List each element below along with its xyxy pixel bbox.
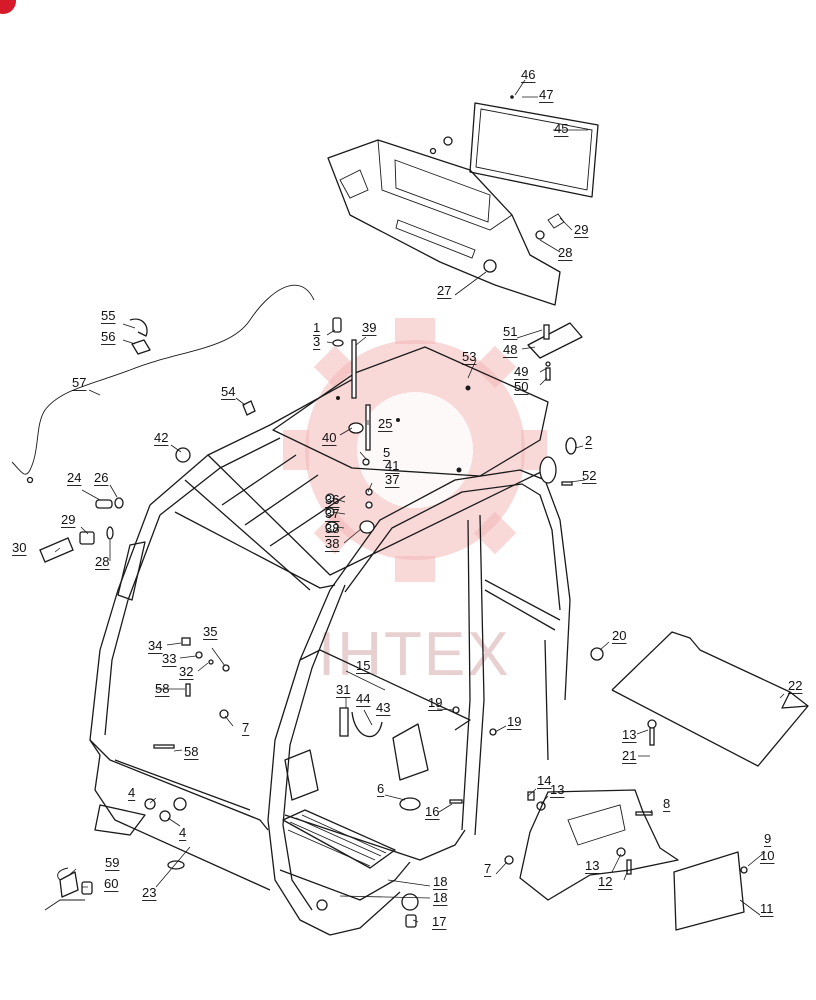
callout-51: 51	[503, 324, 517, 339]
callout-27: 27	[437, 283, 451, 298]
callout-45: 45	[554, 121, 568, 136]
callout-49: 49	[514, 364, 528, 379]
callout-31: 31	[336, 682, 350, 697]
callout-28: 28	[558, 245, 572, 260]
roof-console	[327, 95, 565, 306]
callout-36: 36	[325, 492, 339, 507]
callout-7b: 7	[484, 861, 491, 876]
callout-32: 32	[179, 664, 193, 679]
callout-38a: 38	[325, 521, 339, 536]
callout-41: 41	[385, 458, 399, 473]
callout-54: 54	[221, 384, 235, 399]
callout-24: 24	[67, 470, 81, 485]
callout-42: 42	[154, 430, 168, 445]
callout-26: 26	[94, 470, 108, 485]
callout-5: 5	[383, 445, 390, 460]
cab-frame	[89, 377, 571, 936]
callout-35: 35	[203, 624, 217, 639]
callout-18b: 18	[433, 890, 447, 905]
callout-2: 2	[585, 433, 592, 448]
callout-4b: 4	[179, 825, 186, 840]
callout-11: 11	[760, 901, 774, 916]
callout-22: 22	[788, 678, 802, 693]
bracket-48	[527, 322, 583, 381]
callout-52: 52	[582, 468, 596, 483]
callout-1: 1	[313, 320, 320, 335]
callout-4a: 4	[128, 785, 135, 800]
callout-9: 9	[764, 831, 771, 846]
callout-12: 12	[598, 874, 612, 889]
callout-50: 50	[514, 379, 528, 394]
callout-58a: 58	[155, 681, 169, 696]
callout-labels: 46 47 45 29 28 27 1 3 39 51 48 53 49 50 …	[12, 67, 802, 929]
callout-30: 30	[12, 540, 26, 555]
callout-38b: 38	[325, 536, 339, 551]
side-panels	[519, 631, 809, 931]
callout-13b: 13	[550, 782, 564, 797]
callout-7a: 7	[242, 720, 249, 735]
callout-3: 3	[313, 334, 320, 349]
callout-46: 46	[521, 67, 535, 82]
callout-58b: 58	[184, 744, 198, 759]
callout-21: 21	[622, 748, 636, 763]
callout-60: 60	[104, 876, 118, 891]
callout-37a: 37	[385, 472, 399, 487]
callout-20: 20	[612, 628, 626, 643]
callout-55: 55	[101, 308, 115, 323]
gasket-45	[469, 102, 599, 198]
callout-37b: 37	[325, 506, 339, 521]
watermark-text: IHTEX	[318, 620, 511, 689]
callout-19b: 19	[507, 714, 521, 729]
callout-18a: 18	[433, 874, 447, 889]
callout-43: 43	[376, 700, 390, 715]
callout-10: 10	[760, 848, 774, 863]
callout-53: 53	[462, 349, 476, 364]
callout-56: 56	[101, 329, 115, 344]
callout-48: 48	[503, 342, 517, 357]
callout-25: 25	[378, 416, 392, 431]
wire-harness-57	[11, 284, 315, 484]
callout-47: 47	[539, 87, 553, 102]
callout-44: 44	[356, 691, 370, 706]
callout-16: 16	[425, 804, 439, 819]
callout-14: 14	[537, 773, 551, 788]
callout-23: 23	[142, 885, 156, 900]
callout-15: 15	[356, 658, 370, 673]
callout-57: 57	[72, 375, 86, 390]
callout-19a: 19	[428, 695, 442, 710]
roof-plate-53	[272, 346, 549, 477]
callout-17: 17	[432, 914, 446, 929]
callout-29: 29	[574, 222, 588, 237]
callout-59: 59	[105, 855, 119, 870]
callout-39: 39	[362, 320, 376, 335]
callout-13c: 13	[585, 858, 599, 873]
callout-underlines	[12, 82, 803, 930]
callout-33: 33	[162, 651, 176, 666]
callout-29b: 29	[61, 512, 75, 527]
callout-34: 34	[148, 638, 162, 653]
callout-8: 8	[663, 796, 670, 811]
callout-13a: 13	[622, 727, 636, 742]
callout-6: 6	[377, 781, 384, 796]
leader-lines	[54, 79, 785, 923]
callout-40: 40	[322, 430, 336, 445]
watermark-logo: IHTEX	[283, 318, 547, 689]
callout-28b: 28	[95, 554, 109, 569]
